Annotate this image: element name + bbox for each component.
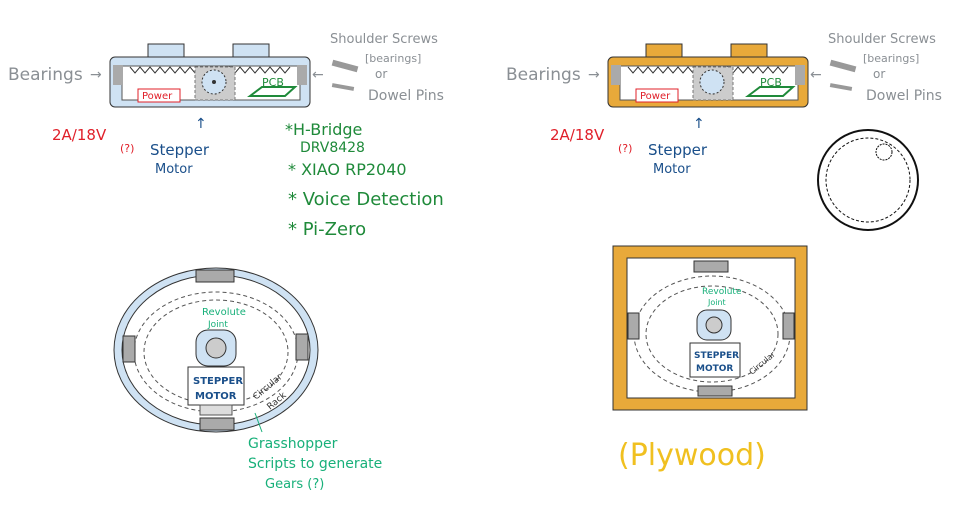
pinion-gear-icon xyxy=(875,143,893,161)
joint-label: Joint xyxy=(707,298,726,307)
stepper-label: STEPPER xyxy=(193,376,243,387)
bearings-bracket-label: [bearings] xyxy=(863,52,919,65)
bearings-label: Bearings xyxy=(506,65,581,85)
motor-label: MOTOR xyxy=(195,391,237,402)
dowel-pins-label: Dowel Pins xyxy=(368,88,444,104)
left-side-view: Power PCB Bearings → ← Shoulder Screws [… xyxy=(8,32,444,240)
power-box xyxy=(137,88,181,103)
or-label: or xyxy=(375,67,387,81)
bearing xyxy=(195,269,235,283)
component-item: * XIAO RP2040 xyxy=(288,160,407,179)
arrow-right-icon: → xyxy=(90,67,102,83)
stepper-motor-box xyxy=(689,342,741,378)
power-spec: 2A/18V xyxy=(52,126,107,144)
bearing xyxy=(297,65,307,85)
arrow-up-icon: ↑ xyxy=(195,116,207,132)
bearing xyxy=(122,335,136,363)
shoulder-screw-icon xyxy=(829,59,857,73)
left-top-view: STEPPER MOTOR Revolute Joint Circular Ra… xyxy=(113,267,382,492)
power-label: Power xyxy=(142,91,173,102)
right-top-view: STEPPER MOTOR Revolute Joint Circular (P… xyxy=(612,245,808,473)
right-side-view: Power PCB Bearings → ← Shoulder Screws [… xyxy=(506,32,942,231)
plywood-label: (Plywood) xyxy=(618,438,766,473)
bearing xyxy=(697,385,733,397)
ring-gear-sketch xyxy=(817,129,919,231)
revolute-label: Revolute xyxy=(202,307,246,318)
grasshopper-note: Grasshopper xyxy=(248,436,338,452)
joint-label: Joint xyxy=(207,320,228,330)
arrow-left-icon: ← xyxy=(312,67,324,83)
dowel-pin-icon xyxy=(331,83,355,91)
bearing xyxy=(627,312,640,340)
stepper-motor-box xyxy=(187,366,245,406)
bearing xyxy=(295,333,309,361)
or-label: or xyxy=(873,67,885,81)
shoulder-screw-icon xyxy=(331,59,359,73)
component-item: * Pi-Zero xyxy=(288,219,366,240)
arrow-right-icon: → xyxy=(588,67,600,83)
arrow-up-icon: ↑ xyxy=(693,116,705,132)
bearing xyxy=(795,65,805,85)
arrow-left-icon: ← xyxy=(810,67,822,83)
stepper-label: STEPPER xyxy=(694,351,739,361)
motor-label: Motor xyxy=(653,162,691,177)
component-item: DRV8428 xyxy=(300,140,365,156)
bearing xyxy=(782,312,795,340)
stepper-label: Stepper xyxy=(648,141,708,159)
revolute-label: Revolute xyxy=(702,287,742,297)
dowel-pin-icon xyxy=(829,83,853,91)
bearings-label: Bearings xyxy=(8,65,83,85)
dowel-pins-label: Dowel Pins xyxy=(866,88,942,104)
shoulder-screws-label: Shoulder Screws xyxy=(828,32,936,47)
power-label: Power xyxy=(640,91,671,102)
gear-icon xyxy=(699,69,725,95)
motor-label: Motor xyxy=(155,162,193,177)
bearings-bracket-label: [bearings] xyxy=(365,52,421,65)
grasshopper-note: Scripts to generate xyxy=(248,456,382,472)
power-question: (?) xyxy=(120,142,134,155)
bearing xyxy=(199,417,235,431)
pcb-label: PCB xyxy=(760,76,782,89)
stepper-label: Stepper xyxy=(150,141,210,159)
pcb-label: PCB xyxy=(262,76,284,89)
motor-label: MOTOR xyxy=(696,364,733,374)
component-item: *H-Bridge xyxy=(285,120,362,139)
power-spec: 2A/18V xyxy=(550,126,605,144)
pcb-board xyxy=(247,86,298,97)
shoulder-screws-label: Shoulder Screws xyxy=(330,32,438,47)
bearing xyxy=(693,260,729,273)
bearing xyxy=(611,65,621,85)
power-question: (?) xyxy=(618,142,632,155)
bearing xyxy=(113,65,123,85)
grasshopper-note: Gears (?) xyxy=(265,477,324,492)
component-item: * Voice Detection xyxy=(288,189,444,210)
